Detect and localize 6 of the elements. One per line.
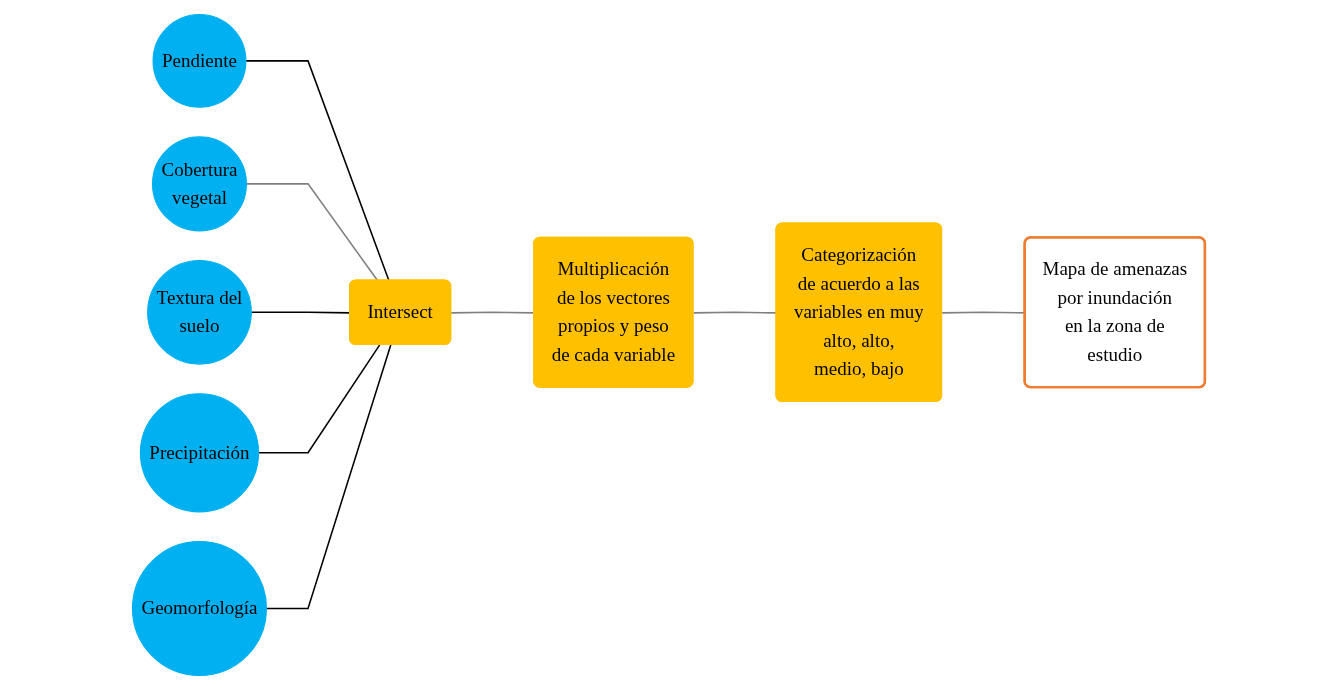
node-circle: Textura del suelo [147,259,253,365]
node-circle: Geomorfología [132,540,268,677]
node-circle: Cobertura vegetal [152,136,248,232]
node-circle: Pendiente [152,13,247,108]
connector [258,344,381,454]
node-circle: Precipitación [140,393,260,513]
